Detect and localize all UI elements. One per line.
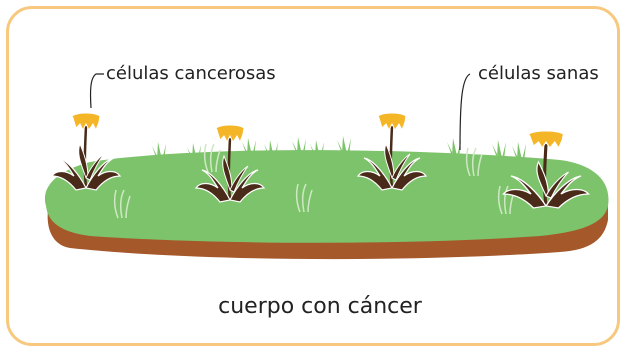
pointer-line-healthy [459, 73, 471, 151]
pointer-line-cancer [89, 73, 104, 109]
ground-grass-surface [44, 150, 609, 243]
label-cancer-cells: células cancerosas [106, 63, 276, 84]
weed-1 [50, 111, 122, 192]
caption: cuerpo con cáncer [218, 294, 423, 319]
label-healthy-cells: células sanas [478, 63, 599, 84]
